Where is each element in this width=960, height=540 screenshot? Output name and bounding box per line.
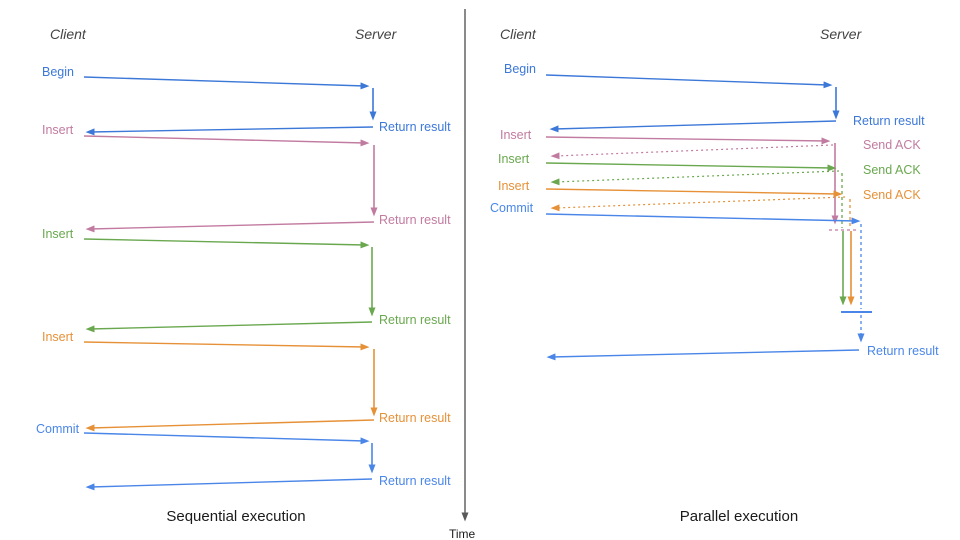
- left-client-header: Client: [50, 26, 87, 42]
- right-insert2-exchange: Insert Send ACK: [498, 152, 921, 306]
- left-server-header: Server: [355, 26, 398, 42]
- left-commit-label: Commit: [36, 422, 80, 436]
- right-commit-label: Commit: [490, 201, 534, 215]
- left-insert2-label: Insert: [42, 227, 74, 241]
- right-insert3-ack-label: Send ACK: [863, 188, 921, 202]
- left-commit-request-arrow: [83, 432, 370, 445]
- left-commit-response-arrow: [85, 478, 373, 491]
- right-begin-return-label: Return result: [853, 114, 925, 128]
- right-insert2-request-arrow: [545, 162, 837, 172]
- right-commit-request-arrow: [545, 213, 861, 225]
- left-insert1-request-arrow: [83, 135, 370, 147]
- left-insert2-exchange: Insert Return result: [42, 227, 451, 333]
- right-begin-response-arrow: [549, 120, 837, 133]
- left-begin-response-arrow: [85, 126, 374, 136]
- left-commit-exchange: Commit Return result: [36, 422, 451, 491]
- right-insert1-exchange: Insert Send ACK: [500, 128, 921, 231]
- right-insert1-request-arrow: [545, 136, 831, 145]
- right-begin-request-arrow: [545, 74, 833, 89]
- right-begin-label: Begin: [504, 62, 536, 76]
- sequential-panel: Client Server Begin Return result Insert…: [36, 26, 451, 525]
- left-begin-label: Begin: [42, 65, 74, 79]
- right-client-header: Client: [500, 26, 537, 42]
- left-insert3-label: Insert: [42, 330, 74, 344]
- right-insert2-ack-label: Send ACK: [863, 163, 921, 177]
- right-insert1-ack-dotted-arrow: [550, 144, 834, 160]
- left-insert2-response-arrow: [85, 321, 373, 333]
- right-commit-return-label: Return result: [867, 344, 939, 358]
- left-insert1-exchange: Insert Return result: [42, 123, 451, 233]
- left-insert3-response-arrow: [85, 419, 375, 432]
- right-insert3-ack-dotted-arrow: [550, 196, 846, 212]
- right-begin-exchange: Begin Return result: [504, 62, 925, 133]
- left-insert3-request-arrow: [83, 341, 370, 351]
- right-commit-exchange: Commit Return result: [490, 201, 939, 361]
- left-begin-request-arrow: [83, 76, 370, 90]
- right-insert3-request-arrow: [545, 188, 843, 198]
- right-server-header: Server: [820, 26, 863, 42]
- right-commit-response-arrow: [546, 349, 860, 361]
- left-insert2-request-arrow: [83, 238, 370, 249]
- left-begin-return-label: Return result: [379, 120, 451, 134]
- left-insert1-label: Insert: [42, 123, 74, 137]
- left-panel-title: Sequential execution: [166, 508, 305, 525]
- left-begin-exchange: Begin Return result: [42, 65, 451, 136]
- left-insert3-return-label: Return result: [379, 411, 451, 425]
- right-insert1-label: Insert: [500, 128, 532, 142]
- right-insert3-label: Insert: [498, 179, 530, 193]
- left-insert1-response-arrow: [85, 221, 375, 233]
- parallel-panel: Client Server Begin Return result Insert…: [490, 26, 939, 525]
- right-insert2-ack-dotted-arrow: [550, 170, 840, 186]
- left-insert1-return-label: Return result: [379, 213, 451, 227]
- time-axis-label: Time: [449, 527, 476, 540]
- left-insert3-exchange: Insert Return result: [42, 330, 451, 432]
- left-commit-return-label: Return result: [379, 474, 451, 488]
- right-insert3-exchange: Insert Send ACK: [498, 179, 921, 306]
- left-insert2-return-label: Return result: [379, 313, 451, 327]
- right-panel-title: Parallel execution: [680, 508, 798, 525]
- right-insert2-label: Insert: [498, 152, 530, 166]
- right-insert1-ack-label: Send ACK: [863, 138, 921, 152]
- time-axis: Time: [449, 9, 476, 540]
